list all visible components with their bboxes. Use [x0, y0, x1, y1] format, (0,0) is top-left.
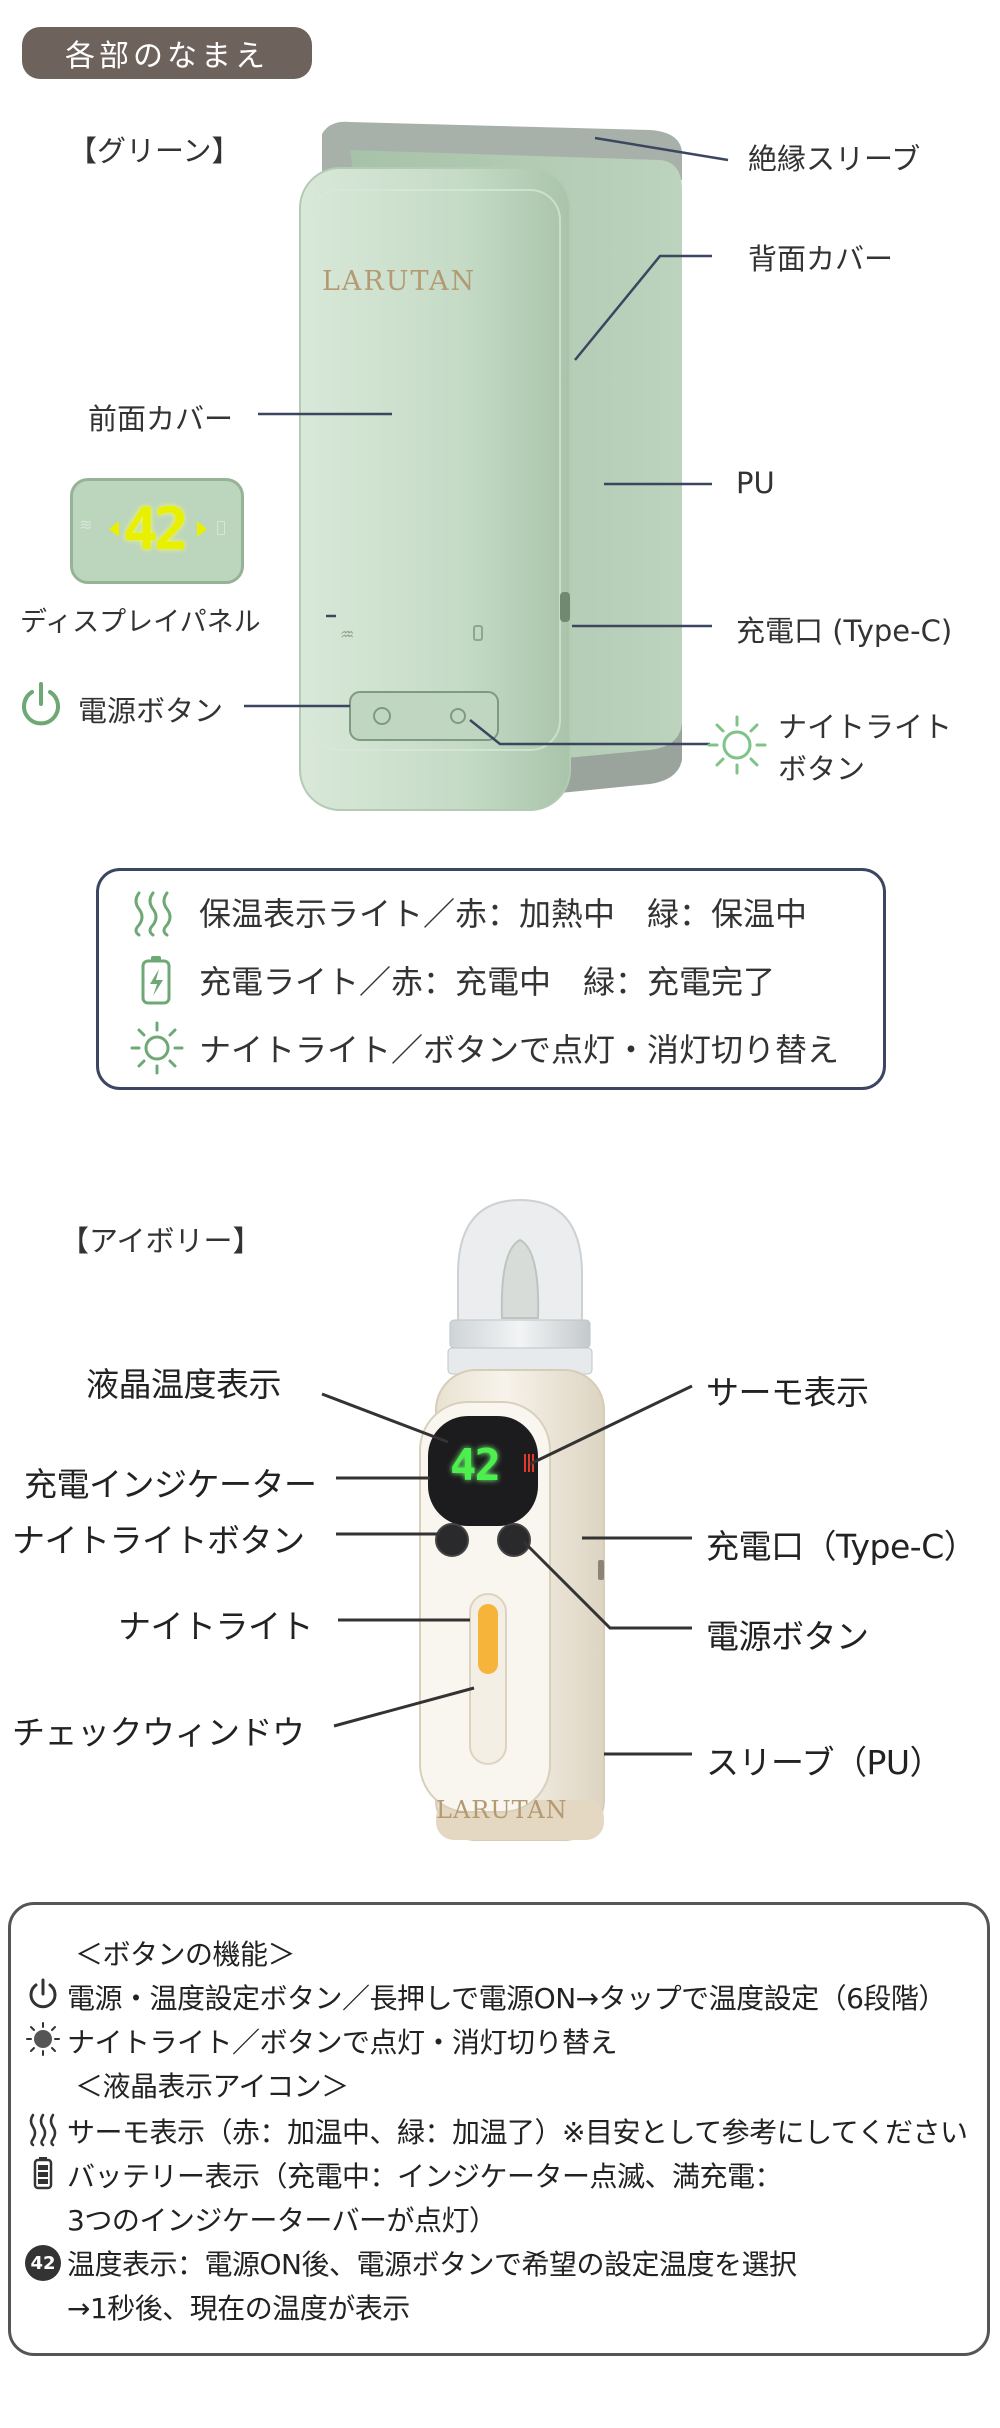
battery-mini-icon	[217, 521, 225, 535]
ivory-warmer-illustration	[419, 1198, 605, 1841]
label-front-cover: 前面カバー	[88, 402, 234, 436]
heat-mini-icon: ≋	[79, 515, 93, 534]
label-ivory-charge-port: 充電口（Type-C）	[706, 1527, 977, 1566]
ivory-lcd	[428, 1416, 538, 1526]
function-description-box: ＜ボタンの機能＞ 電源・温度設定ボタン／長押しで電源ON→タップで温度設定（6段…	[8, 1902, 990, 2356]
label-ivory-sleeve: スリーブ（PU）	[706, 1743, 943, 1782]
night-func-icon	[26, 2022, 60, 2056]
left-arrow-indicator	[109, 521, 119, 537]
label-check-window: チェックウィンドウ	[12, 1713, 305, 1752]
legend-row-charge: 充電ライト／赤：充電中 緑：充電完了	[99, 953, 775, 1007]
power-func-text: 電源・温度設定ボタン／長押しで電源ON→タップで温度設定（6段階）	[67, 1982, 946, 2015]
label-charge-indicator: 充電インジケーター	[24, 1465, 317, 1504]
label-insulated-sleeve: 絶縁スリーブ	[748, 142, 921, 176]
thermo-func-icon	[29, 2113, 57, 2147]
night-light-sun-icon	[707, 715, 767, 775]
ivory-brand-logo: LARUTAN	[436, 1796, 568, 1824]
label-display-panel: ディスプレイパネル	[20, 607, 261, 638]
section-title: 各部のなまえ	[22, 27, 312, 79]
ivory-leader-lines	[321, 1384, 693, 1756]
legend-row-heat: 保温表示ライト／赤：加熱中 緑：保温中	[99, 885, 807, 939]
label-power-button: 電源ボタン	[78, 694, 224, 728]
night-func-text: ナイトライト／ボタンで点灯・消灯切り替え	[67, 2026, 618, 2059]
label-charge-port: 充電口 (Type-C)	[736, 614, 953, 648]
button-function-heading: ＜ボタンの機能＞	[75, 1938, 296, 1971]
legend-row-night: ナイトライト／ボタンで点灯・消灯切り替え	[99, 1021, 839, 1075]
temp-func-icon: 42	[25, 2245, 61, 2281]
legend-text-charge: 充電ライト／赤：充電中 緑：充電完了	[199, 963, 776, 1001]
temperature-readout: 42	[123, 495, 189, 563]
battery-func-text-line1: バッテリー表示（充電中：インジケーター点滅、満充電：	[67, 2160, 783, 2193]
front-cover	[299, 167, 571, 811]
display-panel-inset: ≋ 42	[70, 478, 244, 584]
sun-icon	[130, 1021, 184, 1075]
legend-text-night: ナイトライト／ボタンで点灯・消灯切り替え	[199, 1031, 840, 1069]
power-func-icon	[29, 1978, 57, 2009]
label-pu: PU	[736, 466, 775, 500]
power-icon	[22, 682, 60, 726]
battery-charge-icon	[141, 956, 171, 1005]
label-back-cover: 背面カバー	[748, 242, 894, 276]
label-ivory-power-button: 電源ボタン	[706, 1617, 869, 1656]
green-leader-lines	[244, 136, 729, 746]
label-lcd-temp: 液晶温度表示	[86, 1365, 282, 1404]
label-night-light-button-line2: ボタン	[778, 752, 866, 786]
variant-label-ivory: 【アイボリー】	[60, 1224, 262, 1258]
battery-func-text-line2: 3つのインジケーターバーが点灯）	[67, 2204, 497, 2237]
battery-func-icon	[33, 2157, 53, 2190]
ivory-temperature-readout: 42	[450, 1440, 501, 1491]
label-night-light: ナイトライト	[118, 1607, 314, 1646]
indicator-legend: 保温表示ライト／赤：加熱中 緑：保温中 充電ライト／赤：充電中 緑：充電完了 ナ…	[96, 868, 886, 1090]
ivory-night-light-glow	[478, 1604, 498, 1674]
label-night-light-button: ナイトライトボタン	[12, 1521, 305, 1560]
charge-port	[560, 592, 570, 622]
night-light-button-icon[interactable]	[450, 708, 466, 724]
ivory-night-light-button[interactable]	[435, 1523, 469, 1557]
power-button-icon[interactable]	[373, 707, 391, 725]
temp-func-text-line2: →1秒後、現在の温度が表示	[67, 2292, 410, 2325]
heat-indicator-icon: ♒	[340, 625, 354, 644]
button-bar	[349, 691, 499, 741]
green-brand-logo: LARUTAN	[322, 266, 477, 297]
temp-func-text-line1: 温度表示：電源ON後、電源ボタンで希望の設定温度を選択	[67, 2248, 797, 2281]
heat-wave-icon	[134, 891, 172, 937]
right-arrow-indicator	[197, 521, 207, 537]
lcd-icon-heading: ＜液晶表示アイコン＞	[75, 2070, 349, 2103]
variant-label-green: 【グリーン】	[68, 134, 241, 168]
legend-text-heat: 保温表示ライト／赤：加熱中 緑：保温中	[199, 895, 808, 933]
thermo-func-text: サーモ表示（赤：加温中、緑：加温了）※目安として参考にしてください	[67, 2116, 968, 2149]
label-night-light-button-line1: ナイトライト	[778, 710, 953, 744]
label-thermo: サーモ表示	[706, 1373, 869, 1412]
battery-indicator-icon	[473, 625, 483, 641]
ivory-power-button[interactable]	[497, 1523, 531, 1557]
green-warmer-illustration: ♒	[299, 121, 682, 811]
